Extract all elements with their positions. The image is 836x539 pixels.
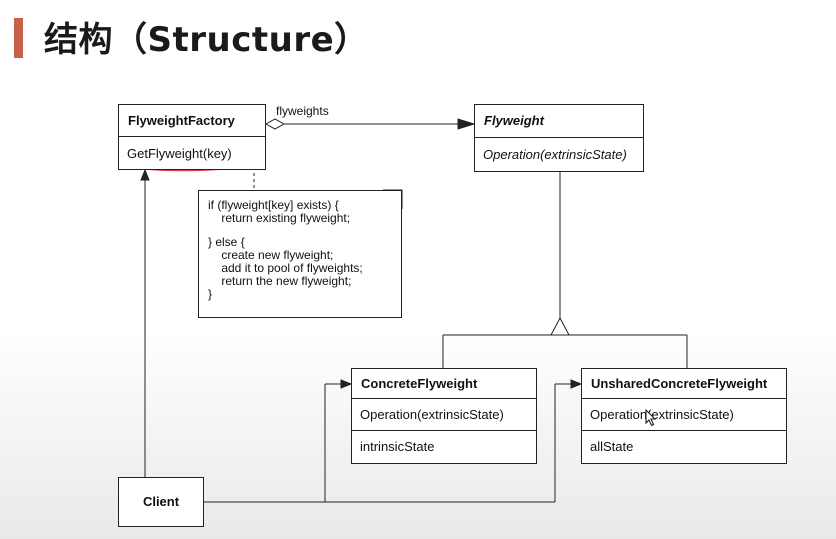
- concrete-flyweight-name: ConcreteFlyweight: [361, 376, 478, 391]
- unshared-concrete-flyweight-name: UnsharedConcreteFlyweight: [591, 376, 768, 391]
- note-line: } else {: [208, 235, 245, 249]
- flyweight-class: Flyweight Operation(extrinsicState): [474, 104, 644, 172]
- note-line: return the new flyweight;: [208, 274, 352, 288]
- implementation-note: if (flyweight[key] exists) { return exis…: [198, 190, 402, 318]
- unshared-concrete-flyweight-attribute: allState: [582, 430, 786, 463]
- client-factory-connector: [140, 168, 150, 477]
- note-line: create new flyweight;: [208, 248, 334, 262]
- flyweight-factory-name: FlyweightFactory: [128, 113, 235, 128]
- note-line: }: [208, 287, 213, 301]
- inheritance-connector: [442, 172, 688, 368]
- flyweight-factory-operation: GetFlyweight(key): [119, 136, 265, 169]
- concrete-flyweight-attribute: intrinsicState: [352, 430, 536, 463]
- client-unshared-connector: [204, 379, 583, 503]
- title-accent-bar: [14, 18, 23, 58]
- client-class: Client: [118, 477, 204, 527]
- unshared-concrete-flyweight-operation: Operation(extrinsicState): [582, 398, 786, 430]
- flyweight-factory-class: FlyweightFactory GetFlyweight(key): [118, 104, 266, 170]
- note-line: return existing flyweight;: [208, 211, 351, 225]
- concrete-flyweight-operation: Operation(extrinsicState): [352, 398, 536, 430]
- note-line: add it to pool of flyweights;: [208, 261, 363, 275]
- mouse-cursor-icon: [645, 409, 657, 427]
- flyweights-association-label: flyweights: [276, 104, 329, 118]
- aggregation-arrowhead: [457, 118, 476, 130]
- unshared-concrete-flyweight-class: UnsharedConcreteFlyweight Operation(extr…: [581, 368, 787, 464]
- flyweight-name: Flyweight: [484, 113, 544, 128]
- flyweight-operation: Operation(extrinsicState): [475, 137, 643, 171]
- page-title: 结构（Structure）: [44, 20, 369, 60]
- concrete-flyweight-class: ConcreteFlyweight Operation(extrinsicSta…: [351, 368, 537, 464]
- note-line: if (flyweight[key] exists) {: [208, 198, 339, 212]
- aggregation-connector: [264, 118, 476, 130]
- client-concrete-connector: [204, 379, 353, 503]
